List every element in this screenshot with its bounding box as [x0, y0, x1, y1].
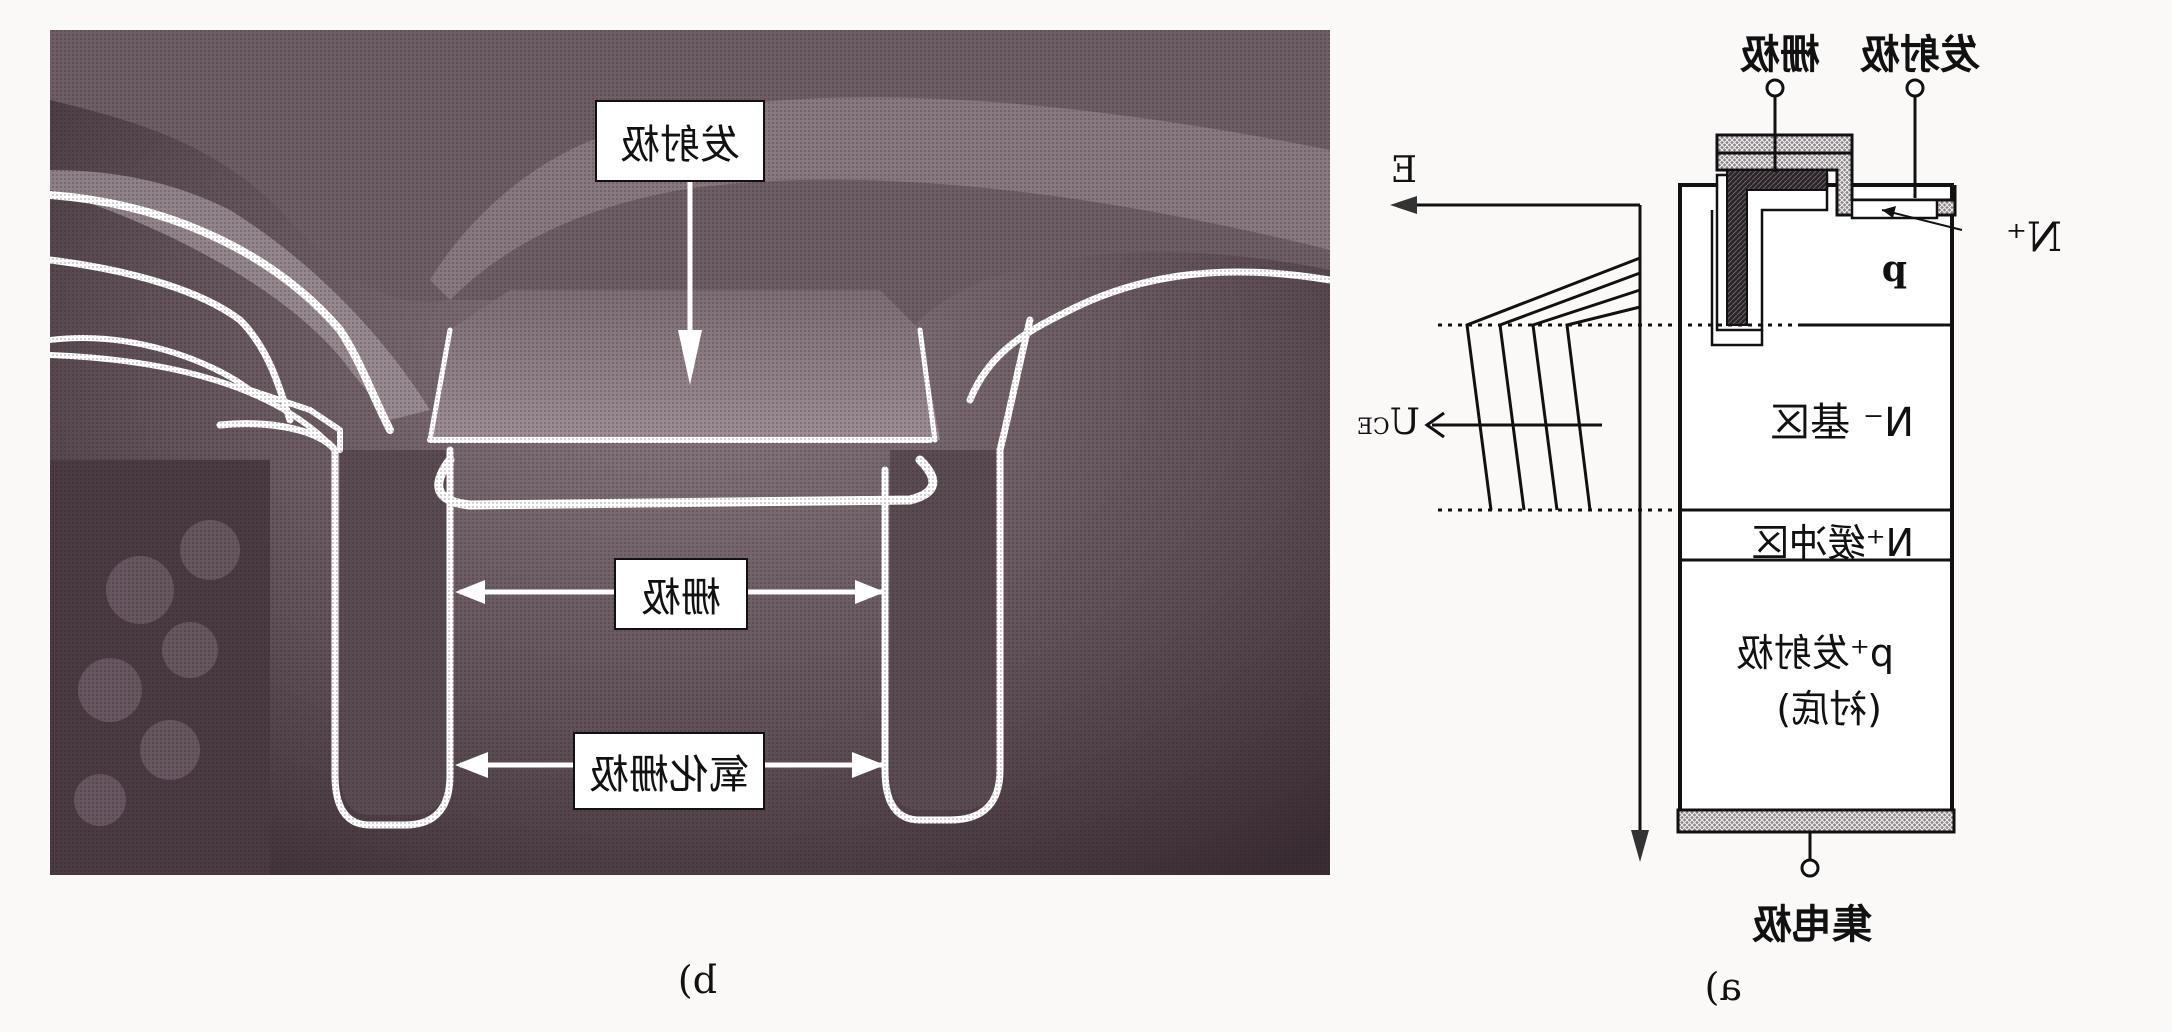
- field-voltage-label: UCE: [1357, 402, 1420, 443]
- electric-field-plot: [1390, 196, 1882, 862]
- field-axis-label-e: E: [1390, 150, 1417, 191]
- region-label-substrate: (衬底): [1776, 687, 1882, 731]
- collector-terminal-icon: [1800, 858, 1820, 878]
- field-voltage-label-u: U: [1389, 402, 1420, 443]
- axis-arrow-down-icon: [1631, 830, 1649, 862]
- device-cross-section: [1676, 133, 1957, 834]
- terminal-label-emitter: 发射极: [1860, 32, 1980, 78]
- region-label-n-plus-source: N⁺: [2005, 215, 2062, 261]
- panel-b-sem-micrograph: 发射极 栅极 氧化栅极: [50, 30, 1330, 875]
- e-axis-arrow-icon: [1390, 196, 1417, 214]
- field-voltage-label-sub: CE: [1356, 415, 1390, 440]
- terminal-label-collector: 集电极: [1752, 902, 1872, 948]
- terminal-leads: [1765, 78, 1963, 878]
- region-label-p-plus-emitter: p⁺发射极: [1735, 631, 1894, 675]
- region-label-n-plus-buffer: N⁺缓冲区: [1751, 521, 1914, 565]
- emitter-terminal-icon: [1905, 78, 1925, 98]
- region-label-p-body: p: [1881, 248, 1907, 290]
- terminal-label-gate: 栅极: [1740, 32, 1820, 78]
- region-label-n-minus-base: N⁻ 基区: [1770, 400, 1914, 446]
- gate-terminal-icon: [1765, 78, 1785, 98]
- caption-a: a): [1704, 965, 1742, 1009]
